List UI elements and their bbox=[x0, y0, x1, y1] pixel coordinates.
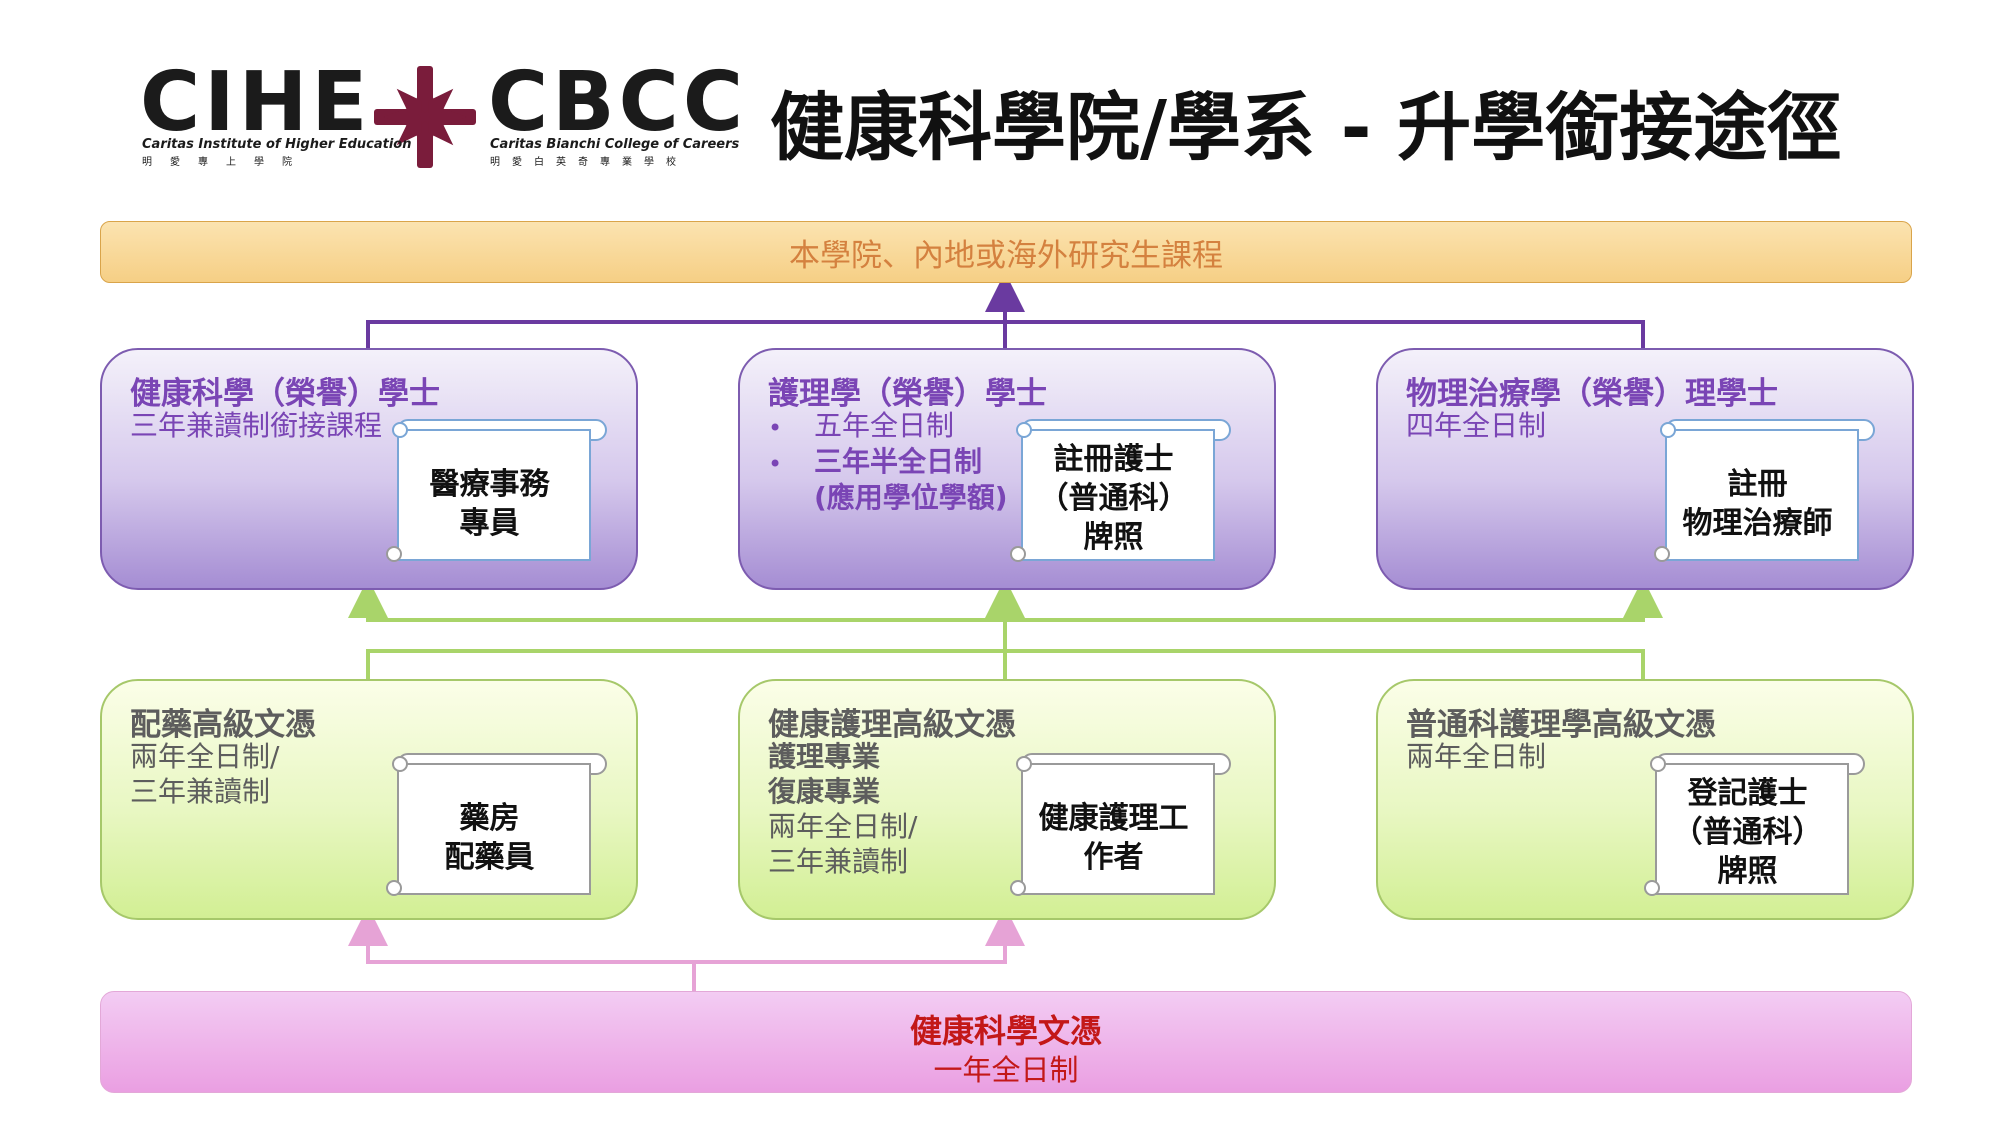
card-line: 牌照 bbox=[1717, 853, 1778, 889]
caritas-cross-logo bbox=[370, 62, 480, 172]
bullet-icon: • bbox=[768, 414, 783, 442]
degree-title: 護理學（榮譽）學士 bbox=[768, 376, 1047, 412]
card-line: 註冊護士 bbox=[1053, 441, 1174, 477]
career-scroll-registered-nurse: 註冊護士 （普通科） 牌照 bbox=[1008, 418, 1233, 566]
card-line: 物理治療師 bbox=[1682, 506, 1833, 541]
cihe-logo-text: CIHE bbox=[140, 55, 372, 150]
cihe-english-name: Caritas Institute of Higher Education bbox=[142, 137, 412, 152]
degree-mode: 四年全日制 bbox=[1406, 409, 1547, 442]
career-scroll-physiotherapist: 註冊 物理治療師 bbox=[1652, 418, 1877, 566]
scroll-icon bbox=[386, 419, 607, 562]
diploma-mode: 兩年全日制 bbox=[1406, 740, 1547, 773]
bullet-icon: • bbox=[768, 450, 783, 478]
card-line: 登記護士 bbox=[1687, 775, 1808, 811]
scroll-icon bbox=[1010, 753, 1231, 896]
diploma-mode: 三年兼讀制 bbox=[768, 845, 909, 878]
scroll-icon bbox=[1644, 753, 1865, 896]
cbcc-logo-text: CBCC bbox=[488, 55, 748, 150]
diploma-title: 普通科護理學高級文憑 bbox=[1406, 707, 1716, 743]
page-title: 健康科學院/學系 - 升學銜接途徑 bbox=[770, 85, 1842, 171]
postgraduate-label: 本學院、內地或海外研究生課程 bbox=[789, 237, 1223, 274]
degree-mode: 三年半全日制 bbox=[814, 445, 983, 478]
cihe-chinese-name: 明愛專上學院 bbox=[142, 157, 310, 168]
diploma-mode: 三年兼讀制 bbox=[130, 775, 271, 808]
card-line: 配藥員 bbox=[444, 840, 535, 875]
foundation-mode: 一年全日制 bbox=[933, 1053, 1079, 1087]
green-arrows bbox=[348, 578, 1663, 679]
diploma-mode: 兩年全日制/ bbox=[130, 740, 280, 773]
cbcc-chinese-name: 明愛白英奇專業學校 bbox=[490, 157, 688, 168]
diploma-title: 健康護理高級文憑 bbox=[768, 707, 1016, 743]
diploma-mode: 兩年全日制/ bbox=[768, 810, 918, 843]
scroll-icon bbox=[1654, 419, 1875, 562]
pink-arrows bbox=[348, 906, 1025, 991]
degree-mode: 五年全日制 bbox=[814, 409, 955, 442]
card-line: （普通科） bbox=[1038, 480, 1189, 516]
card-line: 牌照 bbox=[1083, 519, 1144, 555]
card-line: 專員 bbox=[459, 506, 520, 541]
career-scroll-medical-affairs: 醫療事務 專員 bbox=[384, 418, 609, 566]
foundation-bar: 健康科學文憑 一年全日制 bbox=[100, 991, 1912, 1093]
card-line: （普通科） bbox=[1672, 814, 1823, 850]
degree-title: 物理治療學（榮譽）理學士 bbox=[1406, 376, 1778, 412]
cbcc-english-name: Caritas Bianchi College of Careers bbox=[490, 137, 740, 152]
career-scroll-enrolled-nurse: 登記護士 （普通科） 牌照 bbox=[1642, 752, 1867, 900]
diploma-stream: 復康專業 bbox=[768, 775, 881, 808]
card-line: 藥房 bbox=[459, 801, 520, 836]
postgraduate-bar: 本學院、內地或海外研究生課程 bbox=[100, 221, 1912, 283]
card-line: 註冊 bbox=[1727, 467, 1788, 502]
career-scroll-dispenser: 藥房 配藥員 bbox=[384, 752, 609, 900]
scroll-icon bbox=[1010, 419, 1231, 562]
degree-note: (應用學位學額) bbox=[814, 481, 1008, 514]
purple-arrows bbox=[366, 272, 1645, 348]
card-line: 健康護理工 bbox=[1038, 801, 1189, 836]
card-line: 作者 bbox=[1083, 840, 1144, 875]
foundation-title: 健康科學文憑 bbox=[909, 1012, 1102, 1050]
degree-title: 健康科學（榮譽）學士 bbox=[130, 376, 440, 412]
card-line: 醫療事務 bbox=[429, 467, 550, 502]
degree-mode: 三年兼讀制銜接課程 bbox=[130, 409, 383, 442]
scroll-icon bbox=[386, 753, 607, 896]
career-scroll-health-care-worker: 健康護理工 作者 bbox=[1008, 752, 1233, 900]
diploma-stream: 護理專業 bbox=[768, 740, 881, 773]
diploma-title: 配藥高級文憑 bbox=[130, 707, 316, 743]
